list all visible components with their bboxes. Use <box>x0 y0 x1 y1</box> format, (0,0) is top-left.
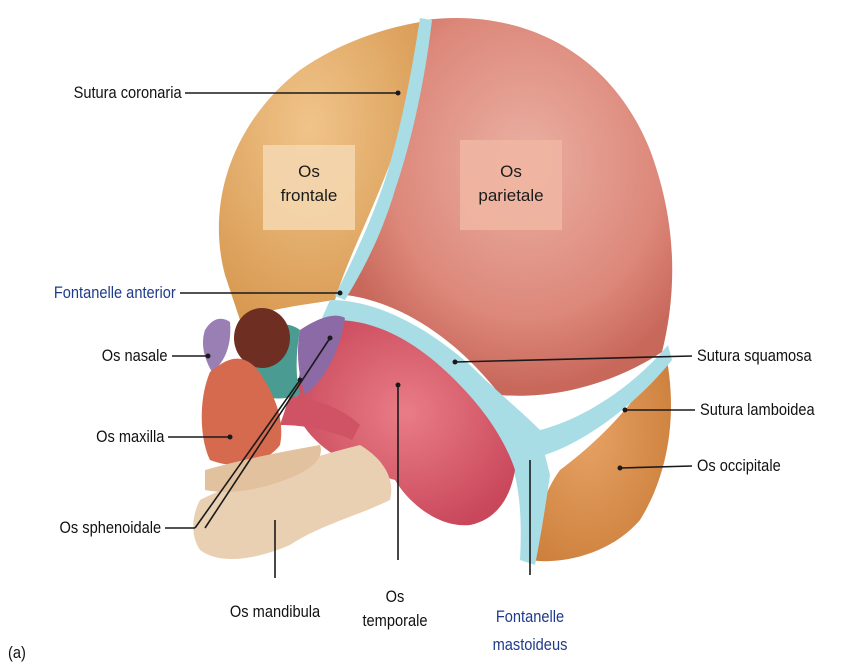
label-os-temporale-line1: Os <box>352 585 438 609</box>
os-parietale-label: Os parietale <box>460 160 562 208</box>
label-sutura-coronaria: Sutura coronaria <box>74 84 182 101</box>
os-parietale-label-line2: parietale <box>460 184 562 208</box>
label-fontanelle-anterior: Fontanelle anterior <box>54 284 176 301</box>
label-sutura-lamboidea: Sutura lamboidea <box>700 401 815 418</box>
label-os-temporale-line2: temporale <box>352 609 438 633</box>
os-parietale-label-line1: Os <box>460 160 562 184</box>
label-os-mandibula: Os mandibula <box>215 603 335 620</box>
os-frontale-label-line1: Os <box>263 160 355 184</box>
label-os-sphenoidale: Os sphenoidale <box>59 519 161 536</box>
label-os-occipitale: Os occipitale <box>697 457 781 474</box>
label-fontanelle-mastoideus-line2: mastoideus <box>478 631 581 659</box>
os-frontale-label: Os frontale <box>263 160 355 208</box>
label-os-nasale: Os nasale <box>102 347 168 364</box>
os-frontale-label-line2: frontale <box>263 184 355 208</box>
label-os-maxilla: Os maxilla <box>96 428 164 445</box>
label-fontanelle-mastoideus: Fontanelle mastoideus <box>478 603 581 659</box>
label-sutura-squamosa: Sutura squamosa <box>697 347 812 364</box>
label-fontanelle-mastoideus-line1: Fontanelle <box>478 603 581 631</box>
label-os-temporale: Os temporale <box>352 585 438 633</box>
orbit-shape <box>234 308 290 368</box>
panel-label: (a) <box>8 644 26 661</box>
